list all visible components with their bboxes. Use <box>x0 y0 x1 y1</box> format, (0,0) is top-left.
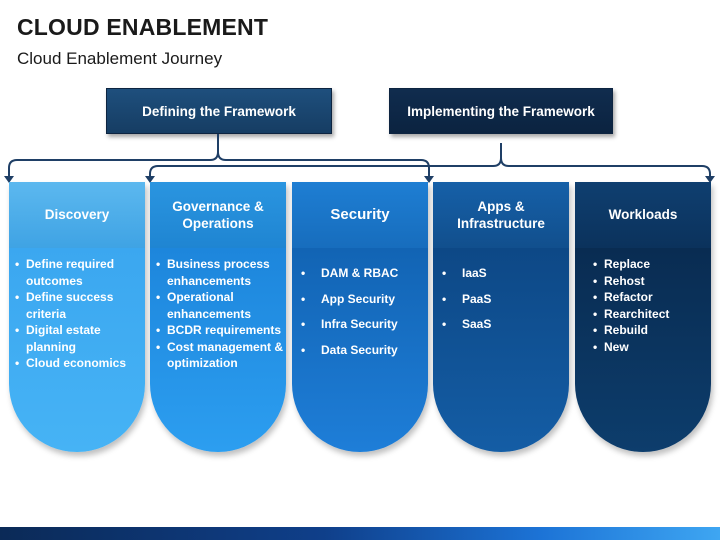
column-title-security: Security <box>292 182 428 248</box>
list-item: BCDR requirements <box>150 322 286 339</box>
column-apps-infrastructure: Apps & Infrastructure IaaS PaaS SaaS <box>433 182 569 452</box>
bracket-connectors <box>4 134 715 183</box>
column-body-apps: IaaS PaaS SaaS <box>433 248 569 452</box>
column-security: Security DAM & RBAC App Security Infra S… <box>292 182 428 452</box>
column-governance-operations: Governance & Operations Business process… <box>150 182 286 452</box>
list-item: Refactor <box>587 289 711 306</box>
list-item: Operational enhancements <box>150 289 286 322</box>
column-title-apps: Apps & Infrastructure <box>433 182 569 248</box>
column-title-workloads: Workloads <box>575 182 711 248</box>
list-item: Replace <box>587 256 711 273</box>
list-item: IaaS <box>433 265 569 282</box>
list-item: App Security <box>292 291 428 308</box>
list-item: New <box>587 339 711 356</box>
list-item: Digital estate planning <box>9 322 145 355</box>
column-title-discovery: Discovery <box>9 182 145 248</box>
list-item: PaaS <box>433 291 569 308</box>
column-title-governance: Governance & Operations <box>150 182 286 248</box>
column-body-governance: Business process enhancements Operationa… <box>150 248 286 452</box>
list-item: Rehost <box>587 273 711 290</box>
phase-defining-framework: Defining the Framework <box>106 88 332 134</box>
list-item: Cloud economics <box>9 355 145 372</box>
implementing-framework-brace <box>149 143 711 180</box>
list-item: Infra Security <box>292 316 428 333</box>
list-item: Data Security <box>292 342 428 359</box>
list-item: SaaS <box>433 316 569 333</box>
page-subtitle: Cloud Enablement Journey <box>17 49 223 68</box>
list-item: DAM & RBAC <box>292 265 428 282</box>
column-discovery: Discovery Define required outcomes Defin… <box>9 182 145 452</box>
list-item: Rearchitect <box>587 306 711 323</box>
list-item: Business process enhancements <box>150 256 286 289</box>
column-body-security: DAM & RBAC App Security Infra Security D… <box>292 248 428 452</box>
column-workloads: Workloads Replace Rehost Refactor Rearch… <box>575 182 711 452</box>
phase-implementing-framework: Implementing the Framework <box>389 88 613 134</box>
list-item: Define required outcomes <box>9 256 145 289</box>
footer-gradient-bar <box>0 527 720 540</box>
list-item: Cost management & optimization <box>150 339 286 372</box>
page-title: CLOUD ENABLEMENT <box>17 14 269 40</box>
column-body-discovery: Define required outcomes Define success … <box>9 248 145 452</box>
defining-framework-brace <box>8 134 430 180</box>
list-item: Define success criteria <box>9 289 145 322</box>
column-body-workloads: Replace Rehost Refactor Rearchitect Rebu… <box>575 248 711 452</box>
list-item: Rebuild <box>587 322 711 339</box>
